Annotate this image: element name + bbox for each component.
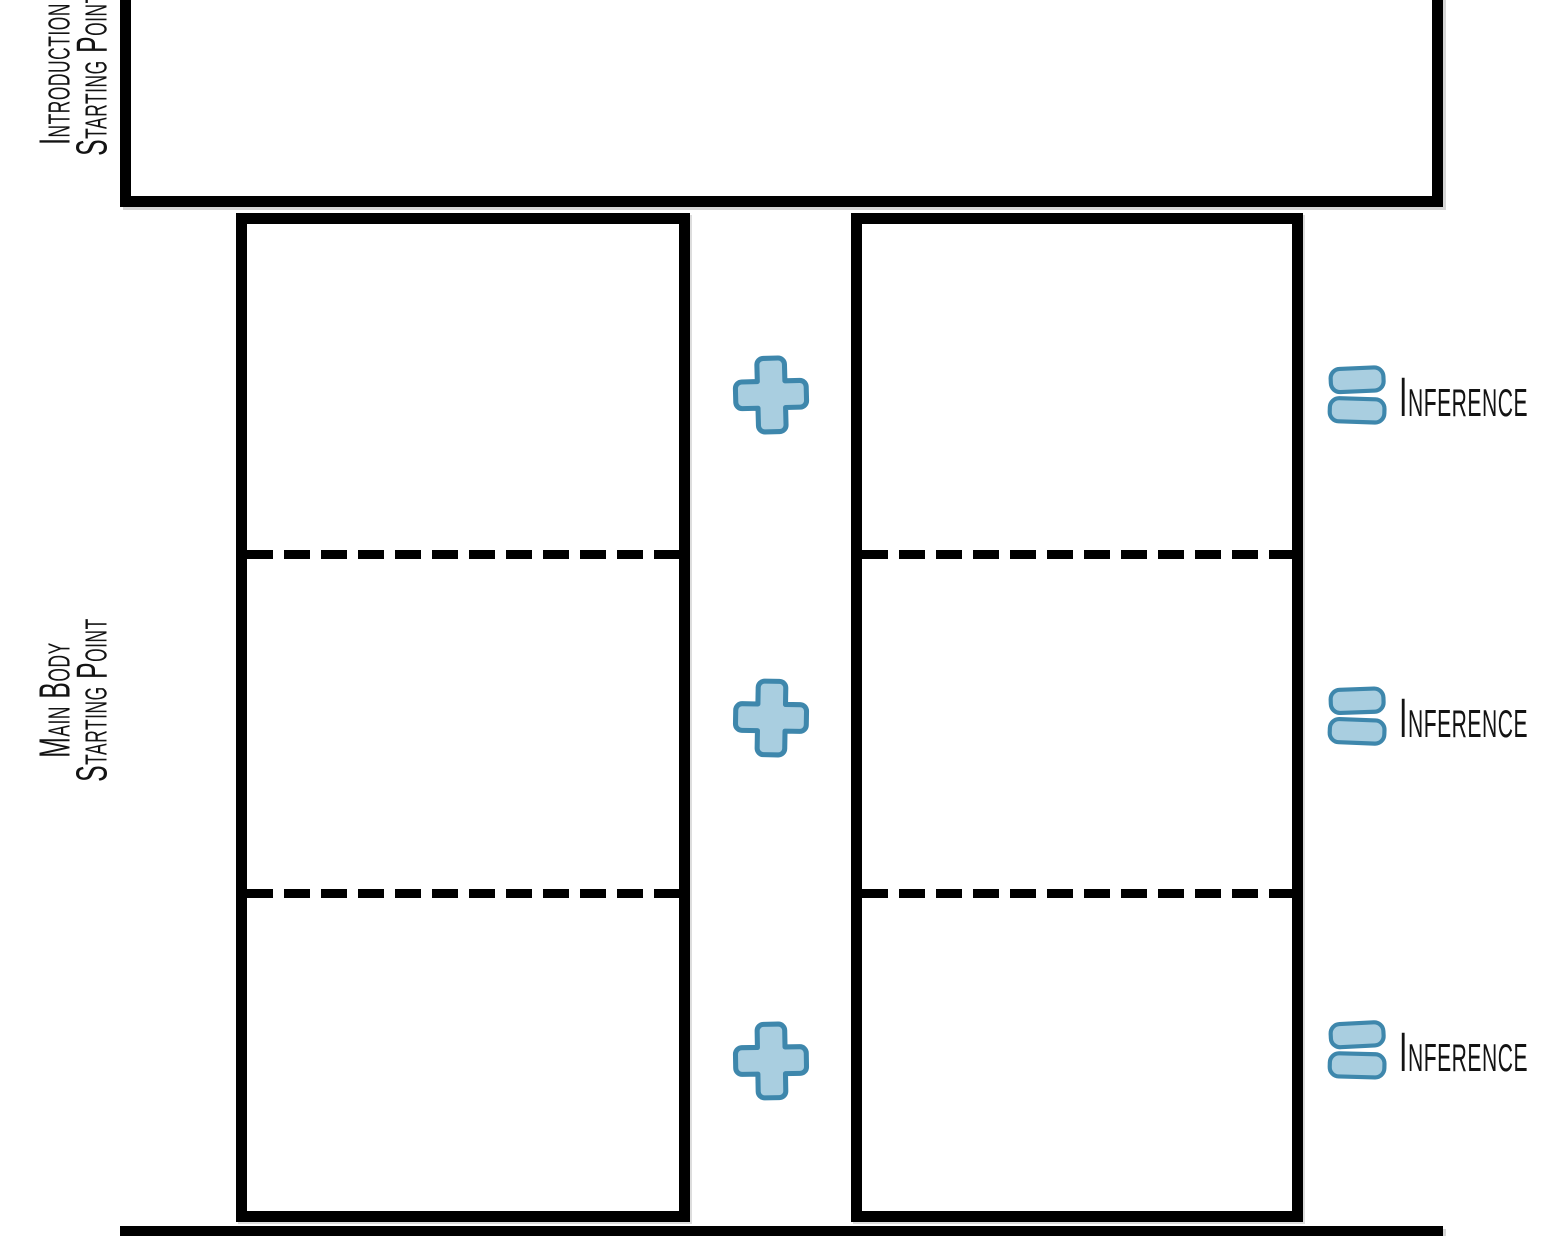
main-body-cell-left-3[interactable] [247,898,679,1211]
inference-label: Inference [1399,686,1529,749]
main-body-cell-left-2[interactable] [247,559,679,889]
main-body-right-column [851,213,1303,1222]
main-body-left-column [236,213,690,1222]
introduction-label: Introduction Starting Point [31,0,117,156]
dashed-divider [862,550,1292,559]
main-body-cell-left-1[interactable] [247,224,679,550]
equals-icon [1327,684,1390,750]
plus-icon [730,352,812,438]
inference-label: Inference [1399,365,1529,428]
inference-label: Inference [1399,1020,1529,1083]
main-body-cell-right-3[interactable] [862,898,1292,1211]
equals-icon [1327,363,1390,429]
introduction-label-line2: Starting Point [68,0,117,156]
main-body-label: Main Body Starting Point [31,618,117,782]
inference-marker: Inference [1327,363,1545,429]
plus-icon [730,675,811,760]
equals-icon [1327,1018,1390,1084]
inference-marker: Inference [1327,1018,1545,1084]
inference-marker: Inference [1327,684,1545,750]
bottom-box[interactable] [120,1226,1443,1236]
dashed-divider [247,550,679,559]
plus-icon [730,1018,811,1103]
dashed-divider [862,889,1292,898]
main-body-label-line2: Starting Point [68,618,117,782]
main-body-cell-right-1[interactable] [862,224,1292,550]
introduction-box[interactable] [120,0,1443,207]
main-body-cell-right-2[interactable] [862,559,1292,889]
dashed-divider [247,889,679,898]
